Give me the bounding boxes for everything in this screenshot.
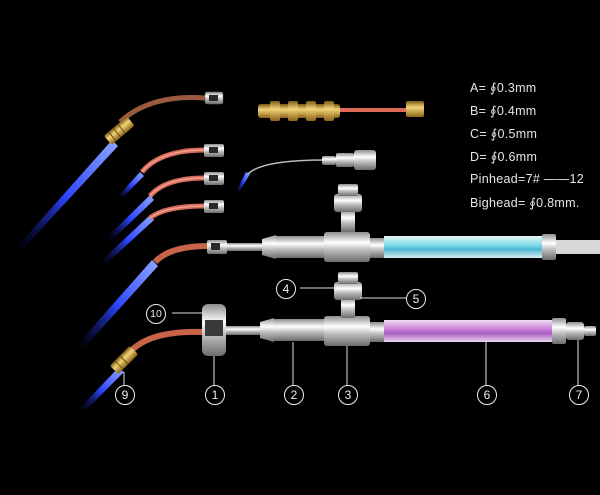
callout-6: 6: [477, 385, 497, 405]
callout-1: 1: [205, 385, 225, 405]
flame-mid-2: [100, 215, 154, 264]
callout-2: 2: [284, 385, 304, 405]
flame-top-left: [14, 140, 118, 252]
spec-c: C= ∮0.5mm: [470, 127, 538, 141]
nozzle-d: [148, 200, 224, 221]
callout-4: 4: [276, 279, 296, 299]
torch-upper: [152, 184, 600, 265]
flame-mid-1: [106, 195, 154, 240]
callout-5: 5: [406, 289, 426, 309]
callout-leaders: [123, 287, 579, 385]
callout-10: 10: [146, 304, 166, 324]
flame-thin: [236, 172, 250, 192]
flames: [14, 140, 250, 410]
bent-nozzle-top: [104, 91, 224, 145]
spec-b: B= ∮0.4mm: [470, 104, 537, 118]
callout-7: 7: [569, 385, 589, 405]
flame-small: [118, 172, 144, 198]
torch-lower: [110, 272, 596, 374]
spec-d: D= ∮0.6mm: [470, 150, 538, 164]
callout-3: 3: [338, 385, 358, 405]
needle-nozzle: [247, 150, 376, 175]
callout-9: 9: [115, 385, 135, 405]
nozzle-b: [140, 144, 224, 174]
flame-bottom: [78, 368, 124, 410]
brass-connector: [258, 101, 424, 121]
spec-a: A= ∮0.3mm: [470, 81, 537, 95]
spec-bighead: Bighead= ∮0.8mm.: [470, 196, 580, 210]
flame-main: [76, 260, 158, 348]
spec-pinhead: Pinhead=7# ——12: [470, 172, 584, 186]
nozzle-c: [148, 172, 224, 198]
